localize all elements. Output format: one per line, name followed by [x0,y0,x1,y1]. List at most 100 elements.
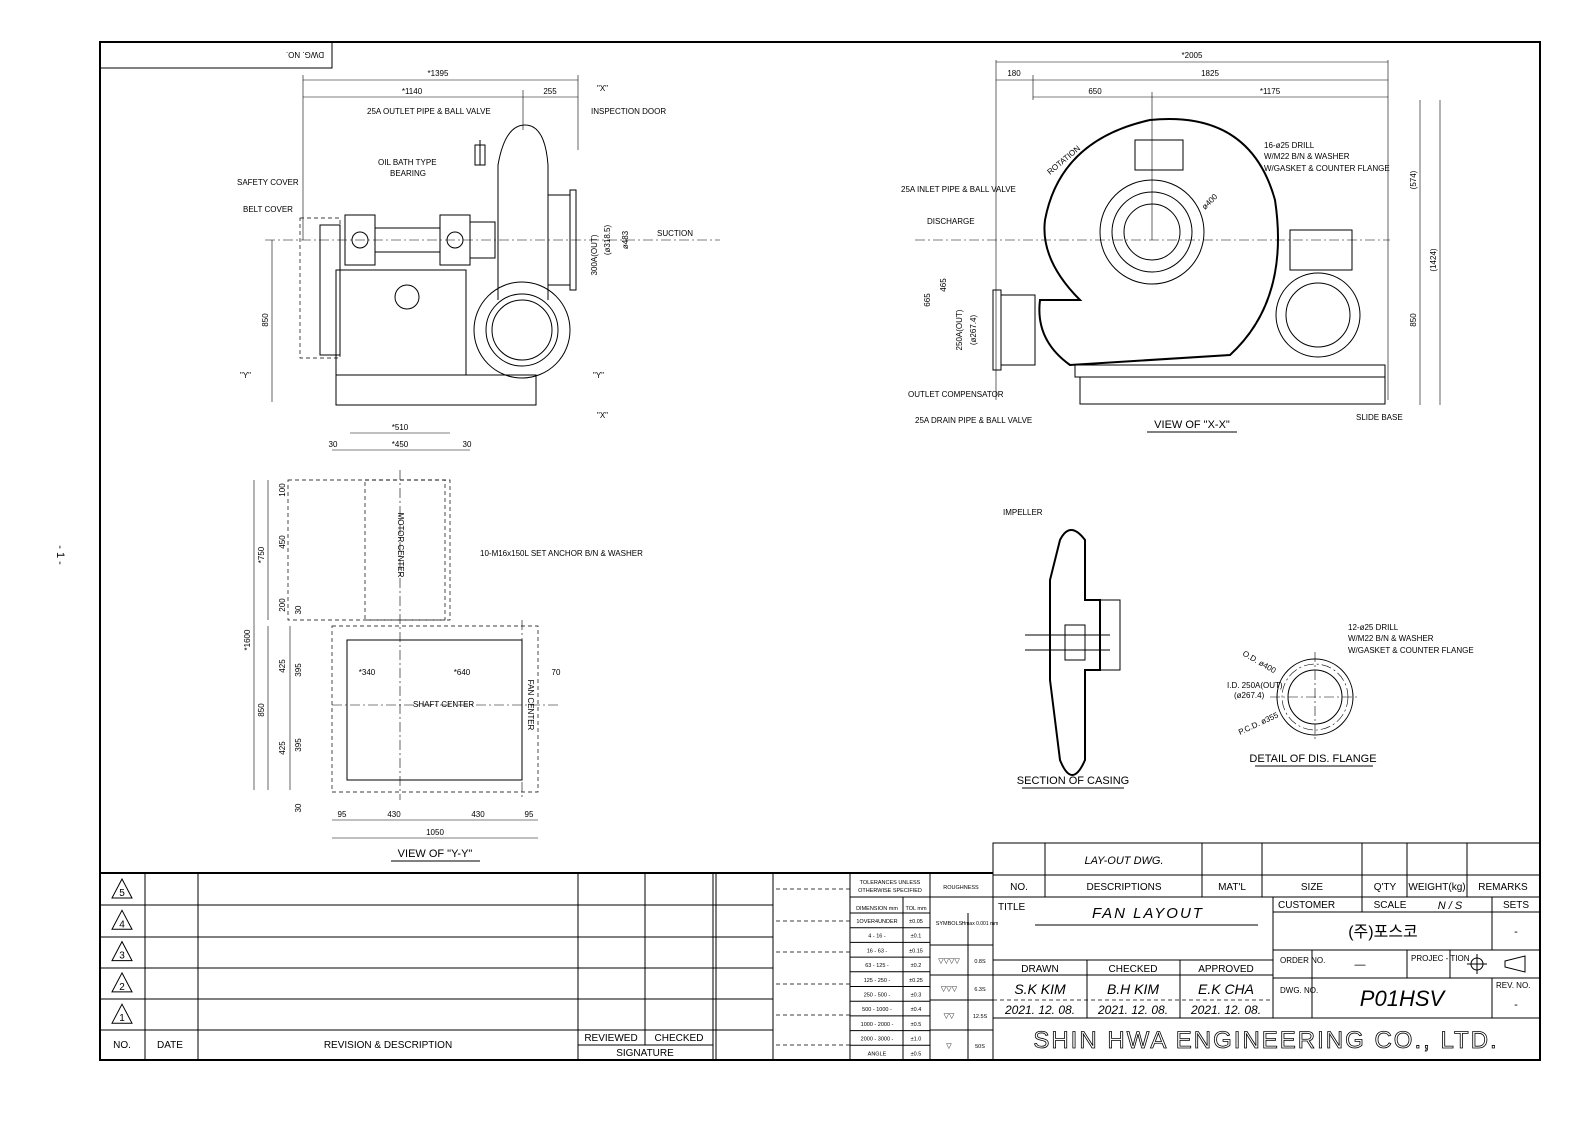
drawing-label: SYMBOLS [936,921,963,927]
revision-number: 3 [119,951,125,962]
roughness-value: 0.8S [974,959,986,965]
tolerance-range: 1000 - 2000 - [861,1022,894,1028]
drawing-label: *2005 [1182,51,1203,60]
tolerance-value: ±0.4 [911,1007,922,1013]
drawing-label: SETS [1503,900,1529,911]
tolerance-value: ±0.05 [909,919,923,925]
drawing-label: SUCTION [657,229,693,238]
drawing-label: DRAWN [1021,964,1058,975]
drawing-label: *450 [392,440,409,449]
drawing-label: 180 [1007,69,1021,78]
drawing-label: 255 [543,87,557,96]
drawing-label: REMARKS [1478,882,1528,893]
tolerance-value: ±0.2 [911,963,922,969]
revision-number: 4 [119,919,125,930]
drawing-label: P.C.D. ø355 [1237,710,1280,737]
drawing-label: (ø318.5) [603,225,612,256]
drawing-label: SIGNATURE [616,1048,674,1059]
drawing-label: (ø267.4) [1234,691,1265,700]
drawing-label: OUTLET COMPENSATOR [908,390,1004,399]
drawing-label: (574) [1409,170,1418,189]
drawing-label: 30 [294,605,303,614]
drawing-label: 25A OUTLET PIPE & BALL VALVE [367,107,491,116]
drawing-label: "Y" [593,371,604,380]
drawing-label: 300A(OUT) [590,234,599,275]
view-yy-title: VIEW OF "Y-Y" [398,848,473,860]
projection-symbol-icon [1467,954,1526,974]
drawing-label: 650 [1088,87,1102,96]
flange-title: DETAIL OF DIS. FLANGE [1249,753,1376,765]
drawing-label: REVISION & DESCRIPTION [324,1040,452,1051]
drawing-label: ø400 [1200,192,1220,212]
section-of-casing: IMPELLER SECTION OF CASING [1003,508,1129,789]
drawing-label: 1050 [426,828,444,837]
revision-triangle-icon [111,877,133,899]
tolerance-table: TOLERANCES UNLESS OTHERWISE SPECIFIED RO… [849,873,999,1060]
dwg-no-box [99,41,333,69]
roughness-symbol: ▽▽▽ [941,986,958,993]
drawing-label: WEIGHT(kg) [1408,882,1465,893]
drawing-label: 425 [278,741,287,755]
revision-row: 5 [111,877,133,899]
drawing-label: ø483 [621,230,630,249]
drawing-label: *1140 [402,87,423,96]
drawing-label: SIZE [1301,882,1324,893]
view-xx-title: VIEW OF "X-X" [1154,419,1230,431]
drawing-label: (1424) [1429,248,1438,271]
tolerance-range: ANGLE [868,1051,887,1057]
tolerance-range: 2000 - 3000 - [861,1037,894,1043]
drawing-label: NO. [113,1040,131,1051]
tolerance-range: 63 - 125 - [865,963,889,969]
drawing-label: 30 [463,440,472,449]
side-view: *1395 *1140 255 850 25A OUTLET PIPE & BA… [237,69,720,420]
drawing-label: CHECKED [1109,964,1158,975]
drawing-label: 465 [939,278,948,292]
drawing-label: IMPELLER [1003,508,1043,517]
drawing-label: 850 [1409,313,1418,327]
drawing-label: 250A(OUT) [955,309,964,350]
drawing-label: 430 [387,810,401,819]
drawing-label: 30 [294,803,303,812]
drawing-label: 16-ø25 DRILL [1264,141,1315,150]
sheet-frame [99,41,1541,1061]
drawing-label: N / S [1438,900,1463,912]
drawing-label: 12-ø25 DRILL [1348,623,1399,632]
drawing-label: *1175 [1260,87,1281,96]
drawing-label: CHECKED [655,1033,704,1044]
roughness-value: 50S [975,1044,985,1050]
revision-triangle-icon [111,909,133,930]
revision-triangle-icon [111,1003,133,1024]
roughness-value: 12.5S [973,1014,988,1020]
view-yy: *510 *450 30 30 100 450 200 30 *750 *160… [243,423,643,862]
roughness-symbol: ▽▽▽▽ [938,958,960,965]
drawing-label: W/GASKET & COUNTER FLANGE [1348,646,1474,655]
drawing-label: REV. NO. [1496,981,1530,990]
tolerance-value: ±1.0 [911,1037,922,1043]
drawing-label: 2021. 12. 08. [1097,1003,1168,1017]
drawing-label: FAN CENTER [526,680,535,731]
revision-triangle-icon [111,940,133,962]
drawing-label: APPROVED [1198,964,1254,975]
drawing-label: Hmax 0.001 mm [962,921,999,927]
drawing-label: SAFETY COVER [237,178,299,187]
revision-row: 1 [111,1003,133,1024]
drawing-label: NO. [1010,882,1028,893]
drawing-label: (ø267.4) [969,315,978,346]
drawing-label: *1395 [428,69,449,78]
drawing-label: 25A INLET PIPE & BALL VALVE [901,185,1016,194]
drawing-label: 665 [923,293,932,307]
drawing-label: 95 [525,810,534,819]
drawing-label: ROUGHNESS [943,885,979,891]
drawing-label: DESCRIPTIONS [1086,882,1161,893]
roughness-value: 6.3S [974,987,986,993]
revision-row: 2 [111,971,133,993]
drawing-label: SLIDE BASE [1356,413,1403,422]
drawing-label: DIMENSION mm [856,906,898,912]
drawing-label: *640 [454,668,471,677]
drawing-label: W/M22 B/N & WASHER [1264,152,1350,161]
revision-number: 5 [119,888,125,899]
drawing-label: 2021. 12. 08. [1004,1003,1075,1017]
drawing-label: OIL BATH TYPE [378,158,437,167]
tolerance-range: 4 - 16 - [868,934,886,940]
